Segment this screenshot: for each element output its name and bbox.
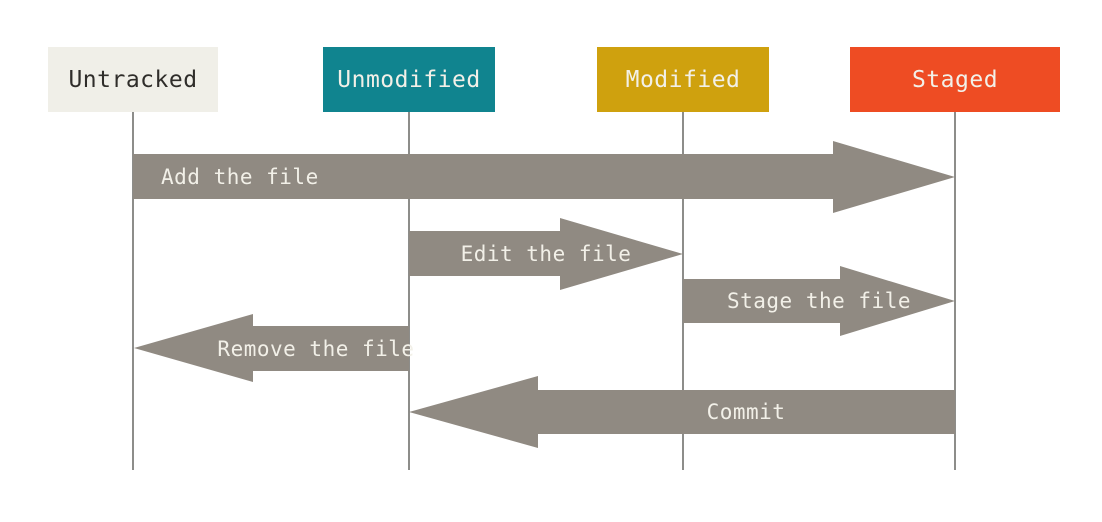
arrow-remove-the-file-body [252,326,409,371]
lifeline-staged [954,112,956,470]
arrow-edit-the-file-right-arrowhead-icon [560,218,683,290]
state-label-modified: Modified [625,66,741,93]
state-box-staged: Staged [850,47,1060,112]
state-label-untracked: Untracked [68,66,198,93]
state-box-untracked: Untracked [48,47,218,112]
lifeline-unmodified [408,112,410,470]
arrow-commit-left-arrowhead-icon [409,376,538,448]
arrow-commit-body [537,390,955,434]
arrow-add-the-file-body [133,154,833,199]
state-label-unmodified: Unmodified [337,66,481,93]
arrow-stage-the-file-right-arrowhead-icon [840,266,955,336]
arrow-remove-the-file-left-arrowhead-icon [134,314,253,382]
arrow-add-the-file-right-arrowhead-icon [833,141,955,213]
arrow-stage-the-file-body [683,279,841,323]
state-box-modified: Modified [597,47,769,112]
lifeline-untracked [132,112,134,470]
state-label-staged: Staged [911,66,999,93]
arrow-edit-the-file-body [409,231,561,276]
state-box-unmodified: Unmodified [323,47,495,112]
